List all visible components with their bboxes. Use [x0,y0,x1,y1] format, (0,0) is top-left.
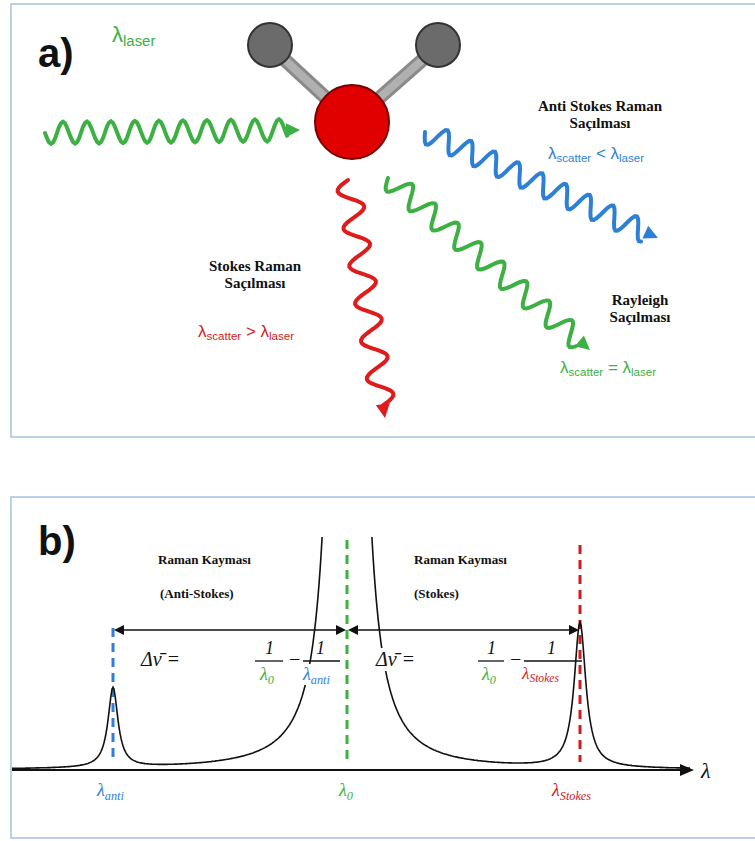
process-title: Rayleigh Saçılması [590,292,690,327]
dashed-marker [112,628,115,762]
wave-arrowhead [376,403,390,418]
spectrum-curve [12,537,690,768]
formula-term: λStokes [521,664,560,684]
formula-term: − [287,648,303,671]
subscript: scatter [207,330,242,342]
panel-letter: b) [38,518,76,564]
axis [12,769,688,771]
shift-arrow [120,629,573,631]
dashed-marker [579,545,582,762]
light-wave [338,180,394,405]
subscript: Stokes [560,789,591,803]
subscript: 0 [268,673,274,687]
shift-title: Raman Kayması [158,553,251,568]
subscript: 0 [347,789,353,803]
process-title: Stokes Raman Saçılması [190,258,320,293]
subscript: scatter [557,152,592,164]
wave-arrowhead [575,336,590,350]
formula-term: 1 [486,638,497,659]
wave-arrowhead [286,123,300,137]
subscript: scatter [569,366,604,378]
shift-title: (Stokes) [414,587,459,602]
subscript: Stokes [529,672,559,685]
formula-term: λ0 [259,664,275,685]
condition-label: λscatter < λlaser [548,144,644,164]
formula-term: λanti [302,664,331,685]
subscript: laser [123,32,155,49]
subscript: laser [631,366,656,378]
molecule [248,23,460,159]
panel-frame [11,4,755,437]
axis-tick-label: λanti [96,780,125,801]
axis-tick-label: λStokes [551,780,592,801]
axis-arrow [680,764,694,776]
wave-label: λlaser [112,22,155,47]
subscript: anti [105,789,124,803]
formula-term: λ0 [481,664,497,685]
subscript: laser [269,330,294,342]
subscript: laser [619,152,644,164]
light-wave [386,178,576,347]
formula-term: 1 [264,638,275,659]
fraction-bar [255,660,582,661]
wave-arrowhead [642,226,658,239]
shift-title: Raman Kayması [414,553,507,568]
axis-title: λ [700,758,712,783]
spectrum-plot [12,520,694,776]
condition-label: λscatter > λlaser [198,322,294,342]
formula-term: 1 [546,638,557,659]
subscript: anti [311,673,330,687]
formula-term: Δν̄ = [140,648,181,671]
light-wave [45,119,287,144]
process-title: Anti Stokes Raman Saçılması [530,98,670,133]
formula-term: Δν̄ = [375,648,416,671]
subscript: 0 [490,673,496,687]
panel-frame [11,497,755,838]
arrowheads [114,625,579,635]
condition-label: λscatter = λlaser [560,358,656,378]
formula-term: 1 [315,638,326,659]
dashed-marker [346,540,349,762]
axis-tick-label: λ0 [338,780,354,801]
shift-title: (Anti-Stokes) [160,587,234,602]
panel-letter: a) [38,30,74,76]
